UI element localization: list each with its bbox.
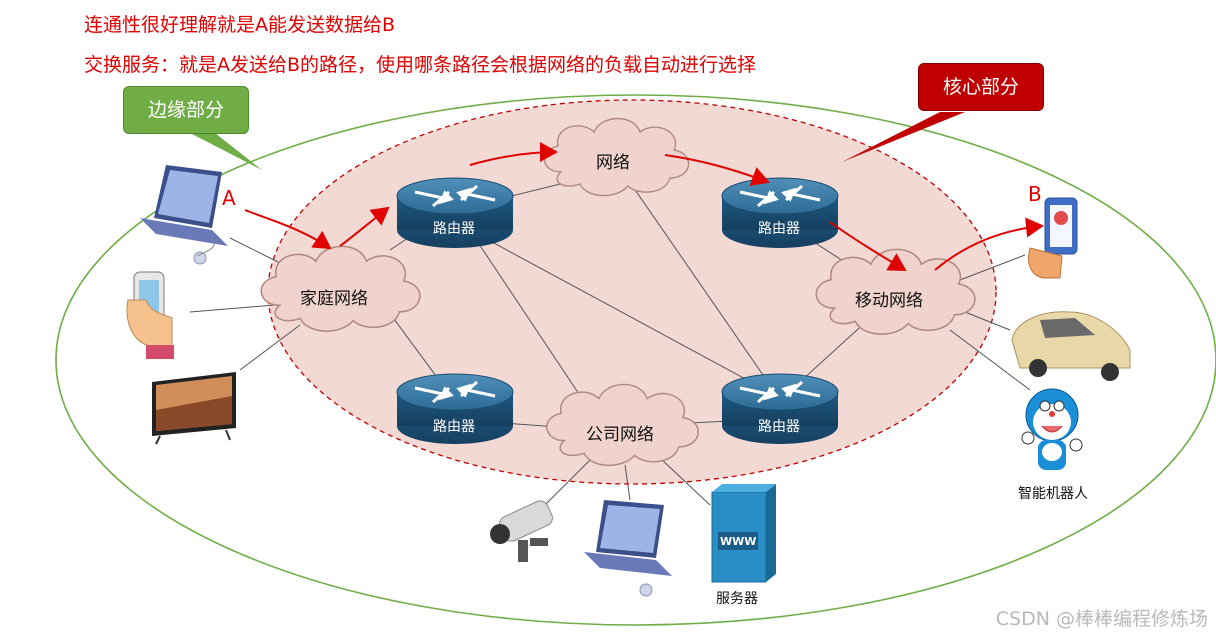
watermark: CSDN @棒棒编程修炼场 bbox=[995, 608, 1208, 630]
router-label-top-left: 路由器 bbox=[433, 221, 475, 237]
laptop-bottom-icon bbox=[584, 500, 672, 597]
router-label-bottom-right: 路由器 bbox=[758, 419, 800, 435]
cloud-top-label: 网络 bbox=[596, 153, 630, 173]
cloud-mobile-label: 移动网络 bbox=[855, 291, 923, 311]
tv-icon bbox=[152, 372, 236, 445]
core-callout: 核心部分 bbox=[918, 63, 1044, 111]
header-line-connectivity: 连通性很好理解就是A能发送数据给B bbox=[84, 14, 396, 36]
router-label-top-right: 路由器 bbox=[758, 221, 800, 237]
laptop-icon bbox=[140, 165, 228, 265]
endpoint-a-tag: A bbox=[222, 186, 236, 210]
hand-phone-icon bbox=[126, 271, 174, 359]
robot-label: 智能机器人 bbox=[1018, 486, 1088, 502]
server-label: 服务器 bbox=[716, 591, 758, 607]
router-label-bottom-left: 路由器 bbox=[433, 419, 475, 435]
server-www-tag: WWW bbox=[720, 535, 757, 548]
core-callout-pointer bbox=[842, 112, 965, 162]
edge-callout: 边缘部分 bbox=[123, 86, 249, 134]
cloud-home-label: 家庭网络 bbox=[300, 289, 368, 309]
cloud-company-label: 公司网络 bbox=[586, 425, 654, 445]
endpoint-b-tag: B bbox=[1028, 182, 1042, 206]
robot-icon bbox=[1021, 388, 1083, 470]
camera-icon bbox=[490, 500, 553, 562]
server-icon bbox=[711, 484, 776, 583]
edge-callout-pointer bbox=[190, 133, 262, 170]
mobile-phone-icon bbox=[1028, 197, 1078, 279]
data-path-arrows bbox=[244, 142, 1044, 272]
header-line-switching: 交换服务：就是A发送给B的路径，使用哪条路径会根据网络的负载自动进行选择 bbox=[84, 54, 757, 76]
car-icon bbox=[1011, 311, 1131, 381]
